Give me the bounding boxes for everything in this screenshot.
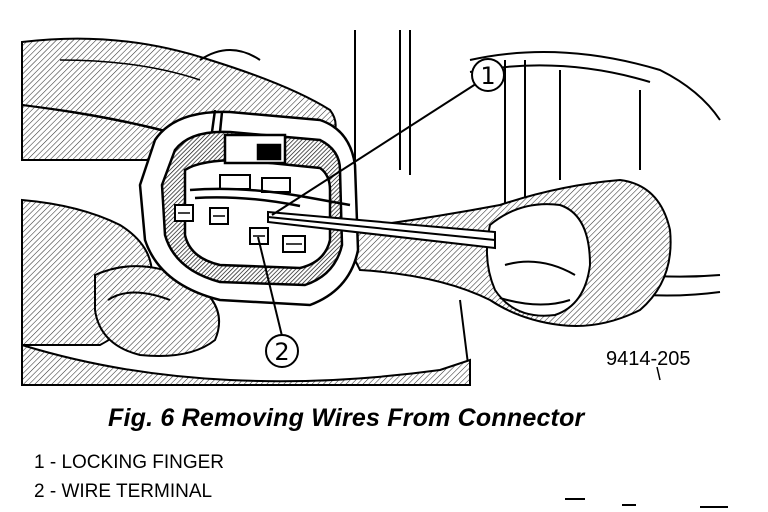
right-hand: [338, 178, 672, 327]
connector-illustration: 1 2 9414-205: [21, 30, 721, 386]
scan-artifact: [622, 504, 636, 506]
connector-body: [138, 109, 360, 307]
legend-item-wire-terminal: 2 - WIRE TERMINAL: [34, 481, 213, 502]
scan-artifact: [700, 506, 728, 508]
figure-code: 9414-205: [606, 348, 691, 370]
figure-caption: Fig. 6 Removing Wires From Connector: [108, 404, 585, 432]
callout-2-number: 2: [274, 338, 289, 366]
callout-1-number: 1: [480, 62, 495, 90]
scan-artifact: [565, 498, 585, 500]
callout-1: [271, 58, 505, 216]
callout-2: [257, 236, 299, 368]
pick-tool: [267, 210, 496, 250]
legend-item-locking-finger: 1 - LOCKING FINGER: [34, 452, 225, 473]
